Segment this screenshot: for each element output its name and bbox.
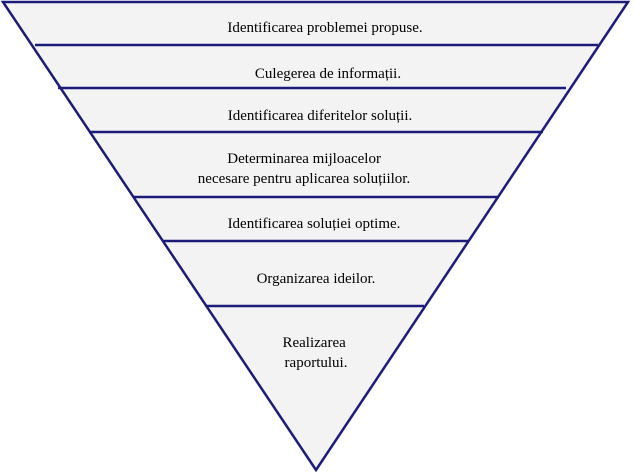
level-7-label: Realizarea raportului. [282, 335, 349, 371]
level-2-label: Culegerea de informații. [255, 66, 401, 82]
level-6-label: Organizarea ideilor. [257, 271, 376, 287]
level-3-label: Identificarea diferitelor soluții. [228, 108, 413, 124]
level-5-label: Identificarea soluției optime. [228, 216, 401, 232]
level-1-label: Identificarea problemei propuse. [227, 20, 422, 36]
level-4-label: Determinarea mijloacelor necesare pentru… [198, 151, 410, 187]
level-dividers [35, 43, 598, 308]
